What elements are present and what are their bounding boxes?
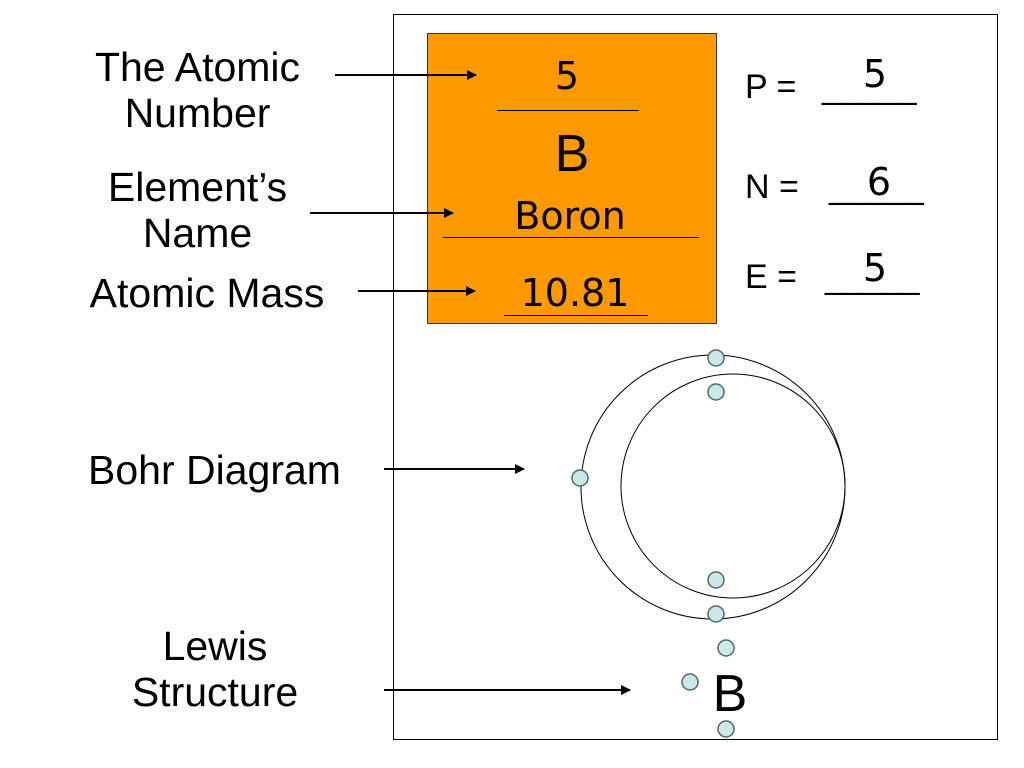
element-name-underline: [443, 237, 699, 238]
lewis-dot-left: [681, 673, 699, 691]
protons-label: P =: [745, 68, 797, 106]
neutrons-value: 6: [866, 160, 892, 204]
electron-inner-bottom: [707, 571, 725, 589]
electron-outer-left: [571, 469, 589, 487]
electron-inner-top: [707, 383, 725, 401]
element-symbol: B: [554, 125, 590, 183]
electrons-value: 5: [862, 246, 888, 290]
lewis-dot-bottom: [717, 720, 735, 738]
electron-outer-top: [707, 349, 725, 367]
electrons-blank: _____: [825, 258, 920, 296]
lewis-structure-label: Lewis Structure: [131, 623, 299, 715]
lewis-symbol: B: [712, 665, 748, 723]
atomic-number-underline: [497, 110, 639, 111]
protons-value: 5: [862, 52, 888, 96]
element-card-frame: [393, 14, 998, 740]
electron-outer-bottom: [707, 605, 725, 623]
protons-blank: _____: [822, 68, 917, 106]
element-name-value: Boron: [514, 194, 626, 238]
bohr-inner-shell: [620, 373, 846, 599]
bohr-diagram-label: Bohr Diagram: [88, 447, 341, 493]
atomic-number-label: The Atomic Number: [94, 44, 301, 136]
atomic-number-value: 5: [554, 54, 580, 98]
atomic-mass-value: 10.81: [520, 271, 630, 315]
element-name-label: Element’s Name: [107, 164, 288, 256]
electrons-label: E =: [745, 258, 797, 296]
atomic-mass-label: Atomic Mass: [89, 270, 325, 316]
neutrons-label: N =: [745, 168, 799, 206]
atomic-mass-underline: [504, 315, 648, 316]
element-tile: [427, 33, 717, 324]
neutrons-blank: _____: [829, 168, 924, 206]
lewis-dot-top: [717, 639, 735, 657]
